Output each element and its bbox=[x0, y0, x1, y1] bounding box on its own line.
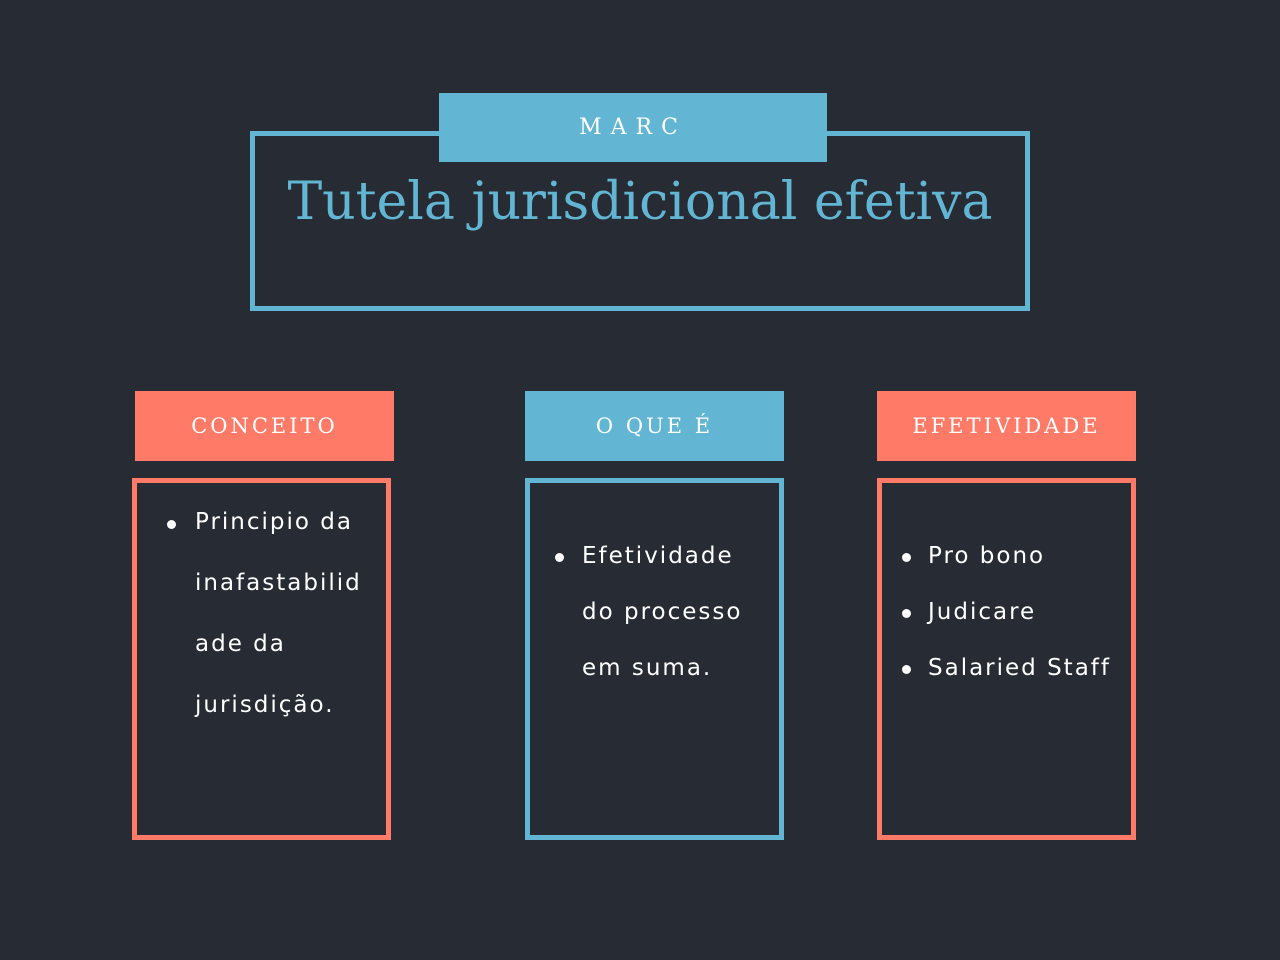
column-heading-text: EFETIVIDADE bbox=[912, 414, 1101, 438]
bullet-list: Efetividade do processo em suma. bbox=[530, 528, 779, 696]
list-item-text: Judicare bbox=[928, 599, 1037, 625]
list-item: Efetividade do processo em suma. bbox=[530, 528, 779, 696]
column-box-conceito: Principio da inafastabilid ade da jurisd… bbox=[132, 478, 391, 840]
list-item-line: ade da bbox=[195, 631, 286, 657]
bullet-icon bbox=[902, 665, 911, 674]
page-title: Tutela jurisdicional efetiva bbox=[287, 172, 993, 232]
bullet-icon bbox=[167, 520, 176, 529]
list-item: Principio da inafastabilid ade da jurisd… bbox=[137, 492, 386, 736]
column-heading-o-que-e: O QUE É bbox=[525, 391, 784, 461]
list-item-line: Efetividade bbox=[582, 543, 734, 569]
list-item-line: jurisdição. bbox=[195, 692, 335, 718]
list-item-line: inafastabilid bbox=[195, 570, 362, 596]
list-item: Salaried Staff bbox=[882, 640, 1131, 696]
list-item-line: do processo bbox=[582, 599, 743, 625]
list-item-text: Salaried Staff bbox=[928, 655, 1111, 681]
list-item-line: Principio da bbox=[195, 509, 353, 535]
bullet-icon bbox=[902, 553, 911, 562]
list-item: Pro bono bbox=[882, 528, 1131, 584]
list-item-line: em suma. bbox=[582, 655, 713, 681]
section-label: MARC bbox=[439, 93, 827, 162]
bullet-list: Pro bono Judicare Salaried Staff bbox=[882, 528, 1131, 696]
column-heading-conceito: CONCEITO bbox=[135, 391, 394, 461]
column-box-efetividade: Pro bono Judicare Salaried Staff bbox=[877, 478, 1136, 840]
column-heading-text: O QUE É bbox=[595, 414, 714, 438]
column-heading-efetividade: EFETIVIDADE bbox=[877, 391, 1136, 461]
list-item: Judicare bbox=[882, 584, 1131, 640]
bullet-icon bbox=[555, 553, 564, 562]
column-heading-text: CONCEITO bbox=[191, 414, 338, 438]
bullet-icon bbox=[902, 609, 911, 618]
column-box-o-que-e: Efetividade do processo em suma. bbox=[525, 478, 784, 840]
list-item-text: Pro bono bbox=[928, 543, 1046, 569]
section-label-text: MARC bbox=[579, 115, 687, 140]
bullet-list: Principio da inafastabilid ade da jurisd… bbox=[137, 492, 386, 736]
